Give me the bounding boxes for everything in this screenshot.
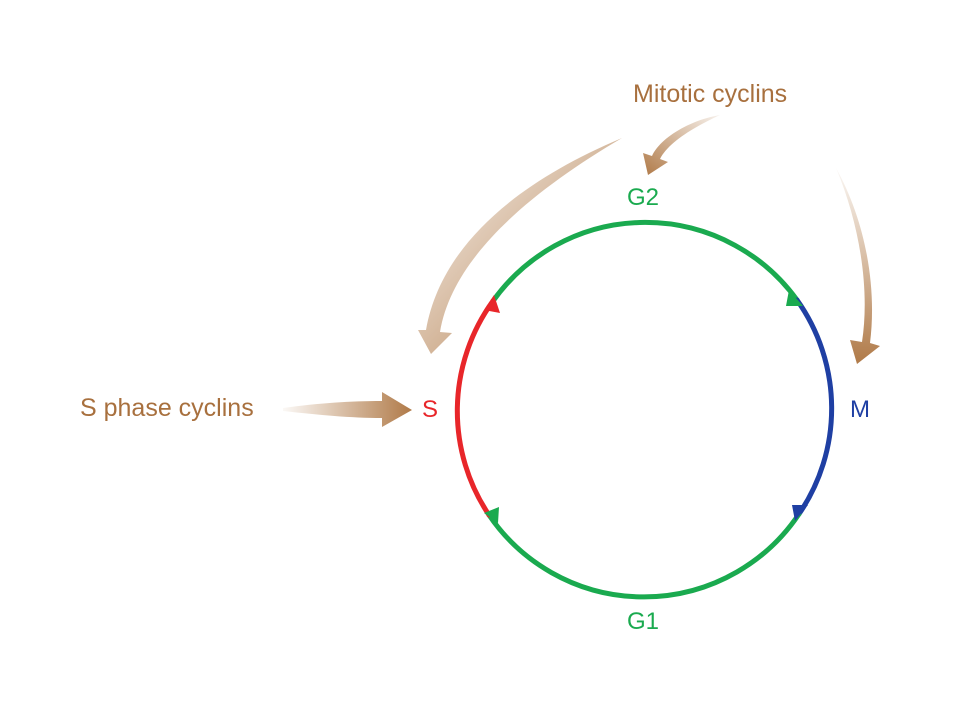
phase-g2-label: G2 xyxy=(627,184,660,211)
phase-g1-label: G1 xyxy=(627,608,660,635)
s-arc xyxy=(454,298,496,518)
phase-s-label: S xyxy=(422,396,439,423)
s-phase-cyclins-label: S phase cyclins xyxy=(80,394,254,422)
g2-arc xyxy=(490,219,800,304)
cycle-ring xyxy=(454,219,835,600)
s-to-g2-arrowhead xyxy=(484,295,500,313)
phase-m-label: M xyxy=(850,396,870,423)
mitotic-to-s-arrow xyxy=(418,138,622,354)
m-arc xyxy=(794,297,835,517)
g1-to-s-arrowhead xyxy=(484,507,499,523)
mitotic-to-m-arrow xyxy=(836,168,880,364)
g2-to-m-arrowhead xyxy=(786,290,803,306)
mitotic-to-g2-arrow xyxy=(643,115,720,175)
mitotic-cyclins-label: Mitotic cyclins xyxy=(633,80,788,108)
g1-arc xyxy=(486,511,802,600)
m-to-g1-arrowhead xyxy=(792,505,808,521)
s-phase-cyclins-arrow xyxy=(283,392,412,427)
